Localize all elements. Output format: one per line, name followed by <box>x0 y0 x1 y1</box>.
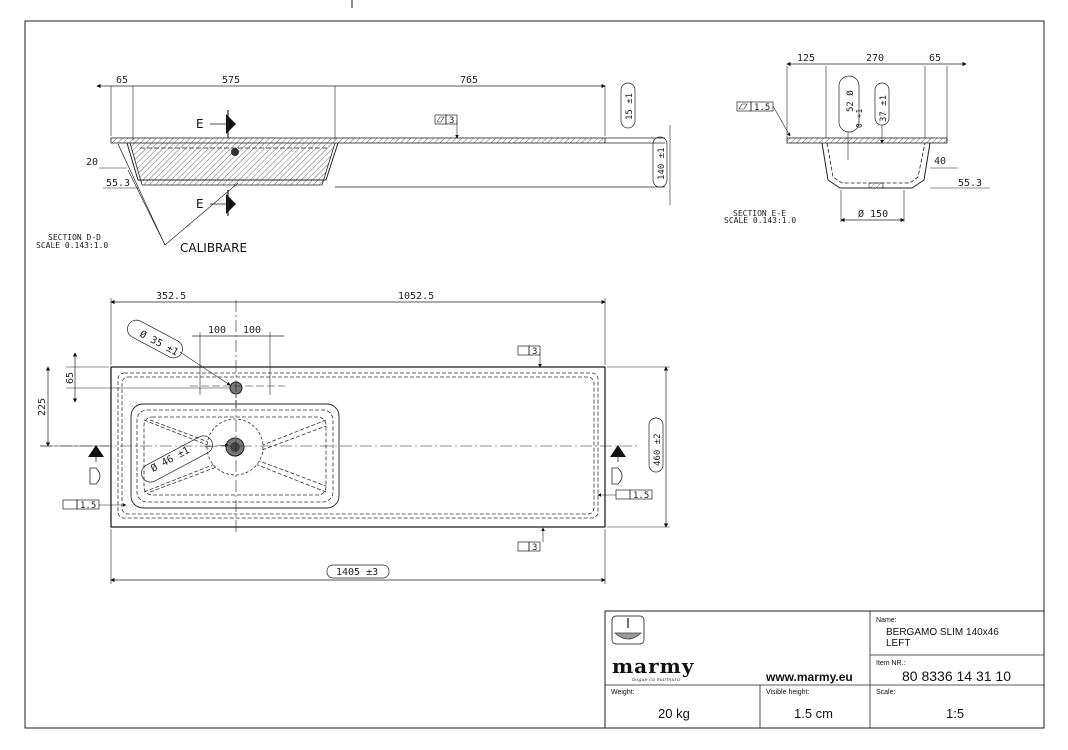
brand-slogan: bogue ca marmura <box>632 677 680 683</box>
flatness-left: 1.5 <box>80 501 96 511</box>
section-ee-scale: SCALE 0.143:1.0 <box>724 216 796 225</box>
dim-150: Ø 150 <box>858 208 888 220</box>
section-ee: 125 270 65 52 Ø 0 +1 37 ±1 1.5 40 55.3 Ø… <box>724 53 990 225</box>
dim-270: 270 <box>866 53 884 64</box>
dim-52-tol: 0 +1 <box>855 109 864 128</box>
flatness-top: 3 <box>532 347 537 357</box>
scale-value: 1:5 <box>946 706 964 721</box>
dim-100-left: 100 <box>208 325 226 336</box>
section-dd-title: SECTION D-D <box>48 233 101 242</box>
product-name: BERGAMO SLIM 140x46 <box>886 627 999 638</box>
dim-575: 575 <box>222 75 240 86</box>
dim-65-plan: 65 <box>65 372 76 384</box>
drawing-frame <box>24 20 1045 729</box>
dim-55: 55.3 <box>106 178 130 189</box>
dim-225: 225 <box>37 398 48 416</box>
dim-20: 20 <box>86 157 98 168</box>
flatness-right: 1.5 <box>633 491 649 501</box>
section-ee-title: SECTION E-E <box>733 209 786 218</box>
dim-1405: 1405 ±3 <box>336 567 378 578</box>
dim-352: 352.5 <box>156 291 186 302</box>
name-label: Name: <box>876 617 897 624</box>
website: www.marmy.eu <box>765 670 853 684</box>
visible-height-label: Visible height: <box>766 689 810 696</box>
item-number: 80 8336 14 31 10 <box>902 668 1011 684</box>
dim-65-ee: 65 <box>929 53 941 64</box>
weight-label: Weight: <box>611 689 635 696</box>
basin-icon <box>611 615 645 645</box>
cut-label-e-bottom: E <box>196 197 204 211</box>
scale-label: Scale: <box>876 689 896 696</box>
callout-calibrare: CALIBRARE <box>180 241 247 255</box>
dim-140: 140 ±1 <box>657 147 667 180</box>
dim-55-ee: 55.3 <box>958 178 982 189</box>
flatness-bottom: 3 <box>532 543 537 553</box>
dim-65: 65 <box>116 75 128 86</box>
item-label: Item NR.: <box>876 660 906 667</box>
dim-46: Ø 46 ±1 <box>149 444 192 474</box>
cut-label-e-top: E <box>196 117 204 131</box>
flatness-ee: 1.5 <box>754 103 770 113</box>
dim-100-right: 100 <box>243 325 261 336</box>
product-name-variant: LEFT <box>886 638 910 649</box>
dim-15: 15 ±1 <box>625 93 635 120</box>
weight-value: 20 kg <box>658 706 690 721</box>
dim-52: 52 Ø <box>845 90 856 112</box>
dim-125: 125 <box>797 53 815 64</box>
dim-460: 460 ±2 <box>653 433 663 466</box>
section-dd-scale: SCALE 0.143:1.0 <box>36 241 108 250</box>
dim-37: 37 ±1 <box>879 95 889 122</box>
visible-height-value: 1.5 cm <box>794 706 833 721</box>
flatness-dd: 3 <box>449 116 454 126</box>
dim-1052: 1052.5 <box>398 291 434 302</box>
plan-view: 352.5 1052.5 100 100 Ø 35 ±1 65 225 Ø 46… <box>37 291 670 584</box>
title-block: marmy bogue ca marmura www.marmy.eu Name… <box>604 610 1045 729</box>
brand-logo: marmy <box>612 654 695 678</box>
dim-40: 40 <box>934 156 946 167</box>
dim-765: 765 <box>460 75 478 86</box>
section-dd: 65 575 765 15 ±1 140 ±1 3 20 55.3 E E CA… <box>36 75 671 255</box>
